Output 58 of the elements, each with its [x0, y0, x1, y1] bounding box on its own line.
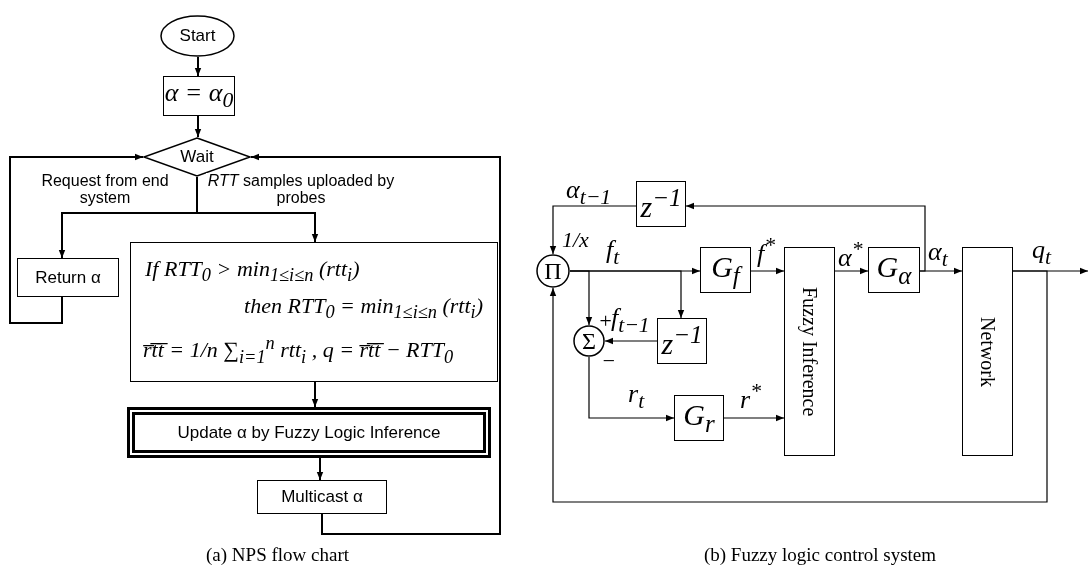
edge-label: f$_{t}$ [606, 236, 620, 269]
node-text: Update α by Fuzzy Logic Inference [177, 422, 441, 443]
arrow [250, 153, 501, 535]
node-text: Return α [35, 267, 101, 288]
node-text: Π [544, 257, 562, 285]
edge-label: f$^{*}$ [757, 234, 776, 267]
node-text: G$_{α}$ [876, 250, 912, 290]
node-text: Multicast α [281, 487, 363, 507]
arrow [549, 205, 637, 255]
node-text: Fuzzy Inference [798, 286, 821, 417]
node-text: G$_{r}$ [683, 398, 715, 438]
gain-block [674, 395, 724, 441]
node-text: Network [976, 316, 999, 387]
gain-block [868, 247, 920, 293]
summing-junction [573, 325, 605, 357]
arrow [604, 337, 658, 345]
process-box [130, 242, 498, 382]
process-box [17, 258, 119, 297]
arrow [685, 202, 926, 272]
process-box [257, 480, 387, 514]
arrow [196, 176, 319, 243]
node-text: z$^{−1}$ [661, 321, 703, 361]
arrow [723, 414, 785, 422]
edge-label: α$_{t−1}$ [566, 176, 612, 209]
inference-block [784, 247, 835, 456]
multiplier-junction [536, 254, 570, 288]
arrow [316, 457, 324, 481]
node-text: Σ [582, 327, 596, 355]
edge-label: q$_{t}$ [1032, 236, 1052, 269]
node-text: α = α$_{0}$ [164, 78, 234, 114]
edge-label: r$^{*}$ [740, 380, 761, 413]
gain-block [700, 247, 751, 293]
edge-label: r$_{t}$ [628, 380, 645, 413]
terminal-ellipse [160, 15, 235, 57]
edge-label: Request from end system [40, 173, 170, 207]
edge-label: α$_{t}$ [928, 238, 948, 271]
node-text: then RTT$_{0}$ = min$_{1≤i≤n}$ (rtt$_{i}$) [244, 292, 483, 324]
edge-label: RTT samples uploaded by probes [206, 173, 396, 207]
arrow [194, 56, 202, 77]
sign-label: 1/x [562, 228, 589, 252]
arrow [9, 153, 144, 324]
predefined-process-box [127, 407, 491, 458]
node-text: z$^{−1}$ [640, 184, 682, 224]
node-text: Wait [180, 147, 214, 167]
arrow [588, 356, 675, 422]
node-text: r̅t̅t̅ = 1/n ∑$_{i=1}$$^{n}$ rtt$_{i}$ , q = r̅t̅t̅ − RTT$_{0}$ [143, 333, 454, 368]
network-block [962, 247, 1013, 456]
edge-label: f$_{t−1}$ [611, 304, 650, 337]
arrow [834, 267, 869, 275]
arrow [750, 267, 785, 275]
sign-label: − [601, 349, 616, 373]
arrow [194, 115, 202, 138]
node-text: If RTT$_{0}$ > min$_{1≤i≤n}$ (rtt$_{i}$) [145, 256, 360, 287]
arrow [549, 270, 1048, 503]
node-text: Start [179, 26, 216, 46]
arrow [311, 381, 319, 408]
edge-label: α$^{*}$ [838, 238, 863, 271]
arrow [569, 270, 685, 319]
